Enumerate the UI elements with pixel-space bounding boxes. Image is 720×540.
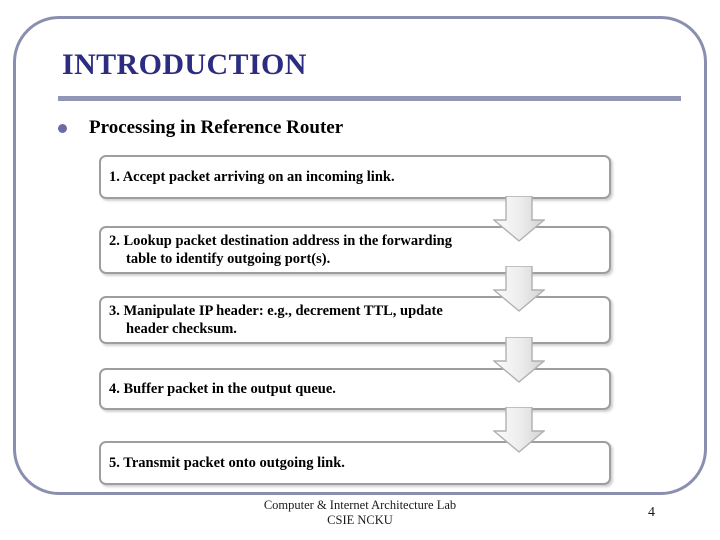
- page-title: INTRODUCTION: [62, 48, 307, 81]
- footer-line-2: CSIE NCKU: [327, 513, 393, 527]
- arrow-down-icon: [493, 266, 545, 312]
- flow-step-box-5: 5. Transmit packet onto outgoing link.: [99, 441, 611, 485]
- bullet-dot-icon: [58, 123, 67, 133]
- flow-step-line2: table to identify outgoing port(s).: [126, 251, 331, 267]
- flow-step-line1: 3. Manipulate IP header: e.g., decrement…: [109, 303, 443, 319]
- arrow-down-icon: [493, 407, 545, 453]
- footer-line-1: Computer & Internet Architecture Lab: [263, 498, 457, 512]
- title-divider: [58, 96, 681, 101]
- page-number: 4: [648, 505, 655, 520]
- flow-step-text-2: 2. Lookup packet destination address in …: [109, 232, 603, 268]
- flow-step-line1: 4. Buffer packet in the output queue.: [109, 381, 336, 397]
- arrow-down-icon: [493, 196, 545, 242]
- flow-step-line1: 2. Lookup packet destination address in …: [109, 233, 452, 249]
- flow-step-line1: 1. Accept packet arriving on an incoming…: [109, 169, 395, 185]
- flow-step-box-1: 1. Accept packet arriving on an incoming…: [99, 155, 611, 199]
- bullet-heading: Processing in Reference Router: [58, 117, 343, 139]
- flow-step-line2: header checksum.: [126, 321, 237, 337]
- slide-footer: Computer & Internet Architecture Lab CSI…: [0, 498, 720, 528]
- flow-step-line1: 5. Transmit packet onto outgoing link.: [109, 455, 345, 471]
- flow-step-text-4: 4. Buffer packet in the output queue.: [109, 380, 603, 398]
- arrow-down-icon: [493, 337, 545, 383]
- bullet-heading-label: Processing in Reference Router: [89, 117, 344, 138]
- flow-step-text-3: 3. Manipulate IP header: e.g., decrement…: [109, 302, 603, 338]
- flow-step-text-5: 5. Transmit packet onto outgoing link.: [109, 454, 603, 472]
- flow-step-text-1: 1. Accept packet arriving on an incoming…: [109, 168, 603, 186]
